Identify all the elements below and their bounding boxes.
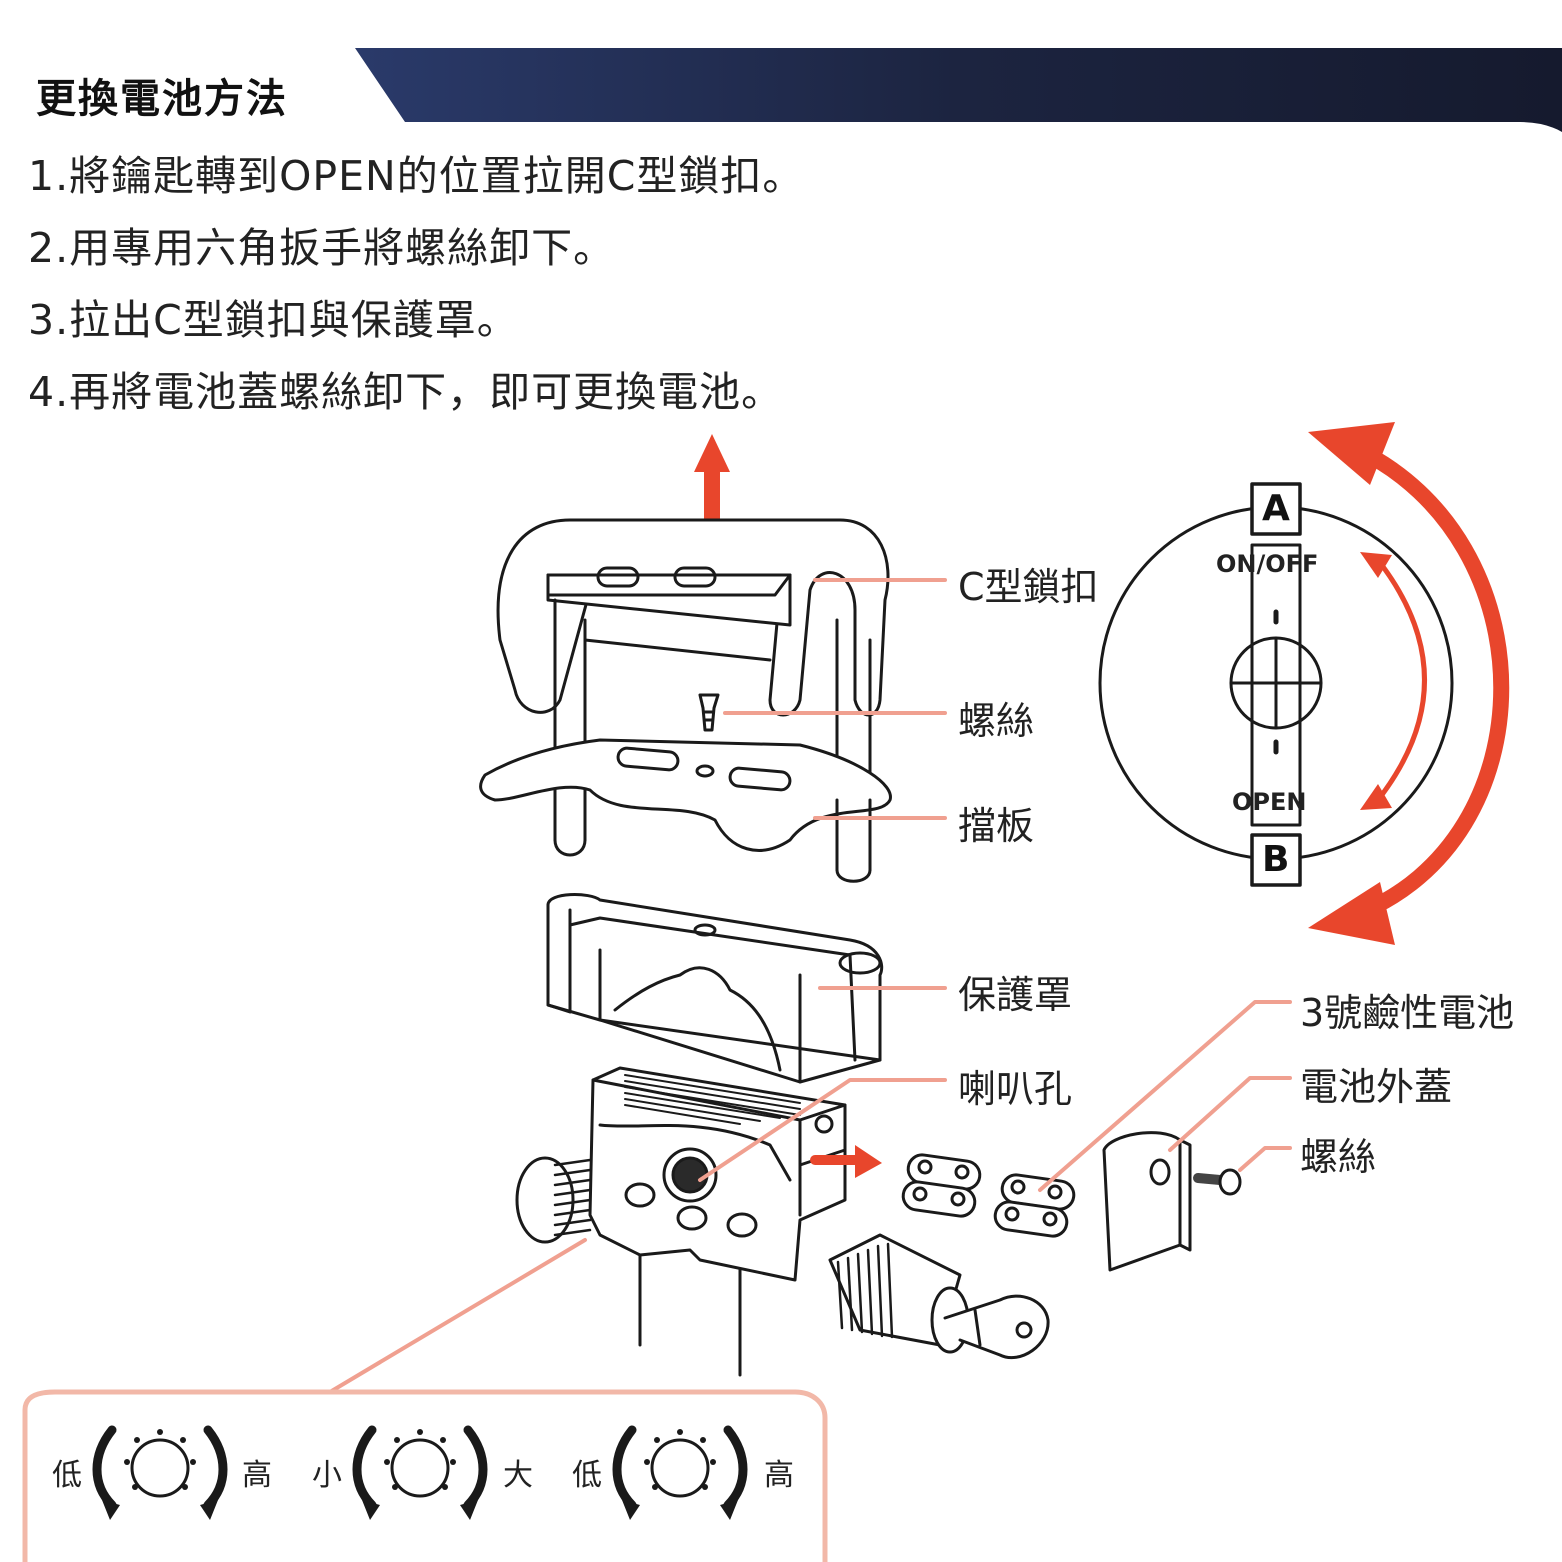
battery-cover-part (1102, 1131, 1192, 1272)
step-4: 4.再將電池蓋螺絲卸下，即可更換電池。 (28, 368, 784, 416)
header-banner (355, 48, 1562, 132)
dial-3-right-label: 高 (764, 1458, 794, 1493)
small-screw-part (1193, 1168, 1242, 1196)
switch-position-b: B (1262, 839, 1290, 880)
dial-1-left-label: 低 (52, 1458, 82, 1493)
c-lock-part (479, 518, 892, 883)
label-baffle: 擋板 (958, 804, 1035, 848)
switch-dial (1098, 482, 1454, 887)
switch-label-on-off: ON/OFF (1216, 550, 1319, 578)
leader-lines (328, 578, 1292, 1394)
dial-info-box (22, 1389, 828, 1562)
label-speaker-hole: 喇叭孔 (958, 1067, 1073, 1111)
dial-icon-1 (92, 1425, 228, 1520)
outer-rotation-arrow-icon (1308, 422, 1510, 945)
label-screw: 螺絲 (958, 699, 1035, 743)
switch-position-a: A (1262, 488, 1290, 529)
dial-3-left-label: 低 (572, 1458, 602, 1493)
protective-cover-part (546, 893, 884, 1084)
inner-rotation-arrow-icon (1360, 552, 1427, 810)
label-c-lock: C型鎖扣 (958, 565, 1099, 609)
label-screw-2: 螺絲 (1300, 1135, 1377, 1179)
label-battery-cover: 電池外蓋 (1300, 1065, 1453, 1109)
label-cover: 保護罩 (958, 973, 1073, 1017)
up-arrow-icon (694, 434, 730, 520)
dial-1-right-label: 高 (242, 1458, 272, 1493)
switch-label-open: OPEN (1232, 788, 1307, 816)
step-2: 2.用專用六角扳手將螺絲卸下。 (28, 224, 616, 272)
step-1: 1.將鑰匙轉到OPEN的位置拉開C型鎖扣。 (28, 152, 805, 200)
dial-2-left-label: 小 (312, 1458, 342, 1493)
page-title: 更換電池方法 (36, 76, 288, 122)
dial-2-right-label: 大 (503, 1458, 533, 1493)
lock-body-part (515, 1066, 1050, 1377)
label-battery: 3號鹼性電池 (1300, 991, 1515, 1035)
step-3: 3.拉出C型鎖扣與保護罩。 (28, 296, 519, 344)
dial-icon-2 (352, 1425, 488, 1520)
batteries-part (901, 1153, 1076, 1238)
dial-icon-3 (612, 1425, 748, 1520)
